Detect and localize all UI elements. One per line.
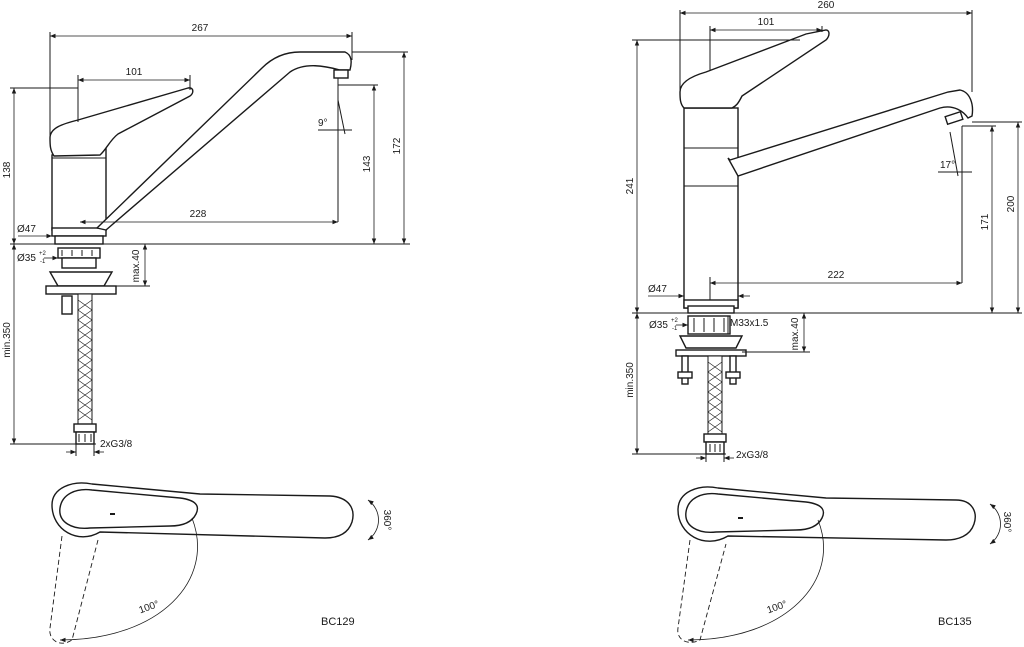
right-plan-view: 360° 100° [677, 486, 1012, 643]
left-aerator [333, 69, 349, 79]
right-dim-height-total: 241 [625, 177, 636, 194]
right-dim-spout-reach: 222 [828, 270, 845, 281]
right-dim-body-diameter: Ø47 [648, 284, 667, 295]
left-dim-body-height: 138 [2, 161, 13, 178]
right-dim-overall-reach: 260 [818, 0, 835, 11]
right-faucet-body [683, 107, 739, 314]
left-dim-swivel: 360° [381, 510, 392, 531]
left-dim-connection: 2xG3/8 [100, 439, 133, 450]
right-mounting-assembly [675, 315, 747, 385]
right-spout [727, 89, 974, 177]
right-dim-lever-reach: 101 [758, 17, 775, 28]
right-hose [703, 355, 727, 455]
left-dim-height-total: 172 [392, 137, 403, 154]
right-dim-thread: M33x1.5 [730, 318, 769, 329]
right-dim-hose-length: min.350 [625, 362, 636, 398]
left-dim-overall-reach: 267 [192, 23, 209, 34]
left-dim-hose-length: min.350 [2, 322, 13, 358]
right-dim-outlet-angle: 17° [940, 160, 955, 171]
right-faucet-drawing: 260 101 241 222 171 200 17° Ø47 [625, 0, 1022, 643]
left-dim-hole-tol-lower: -1 [40, 259, 46, 265]
left-hose [73, 293, 97, 445]
right-dim-hole-tol-upper: +2 [671, 318, 679, 324]
left-dim-body-diameter: Ø47 [17, 224, 36, 235]
left-faucet-drawing: 267 101 228 143 172 9° 138 Ø47 Ø35 [2, 23, 410, 644]
right-aerator [944, 110, 964, 126]
left-dim-hole-tol-upper: +2 [39, 251, 47, 257]
right-dim-spout-height: 200 [1006, 195, 1017, 212]
right-product-code: BC135 [938, 616, 972, 628]
right-lever-handle [679, 29, 830, 109]
left-dim-hole-diameter: Ø35 [17, 253, 36, 264]
left-faucet-body [51, 147, 107, 245]
left-lever-handle [49, 87, 194, 157]
right-dim-swivel: 360° [1001, 512, 1012, 533]
right-dim-max-deck: max.40 [790, 317, 801, 350]
right-dim-hole-tol-lower: -1 [672, 326, 678, 332]
left-spout [95, 51, 352, 231]
left-dim-spout-reach: 228 [190, 209, 207, 220]
left-dim-max-deck: max.40 [131, 249, 142, 282]
left-plan-view: 360° 100° [49, 482, 392, 644]
left-dim-lever-rotation: 100° [138, 599, 161, 616]
right-dim-connection: 2xG3/8 [736, 450, 769, 461]
right-dim-outlet-height: 171 [980, 213, 991, 230]
left-dim-outlet-angle: 9° [318, 118, 328, 129]
left-dim-lever-reach: 101 [126, 67, 143, 78]
left-product-code: BC129 [321, 616, 355, 628]
right-dim-hole-diameter: Ø35 [649, 320, 668, 331]
left-dim-outlet-height: 143 [362, 155, 373, 172]
